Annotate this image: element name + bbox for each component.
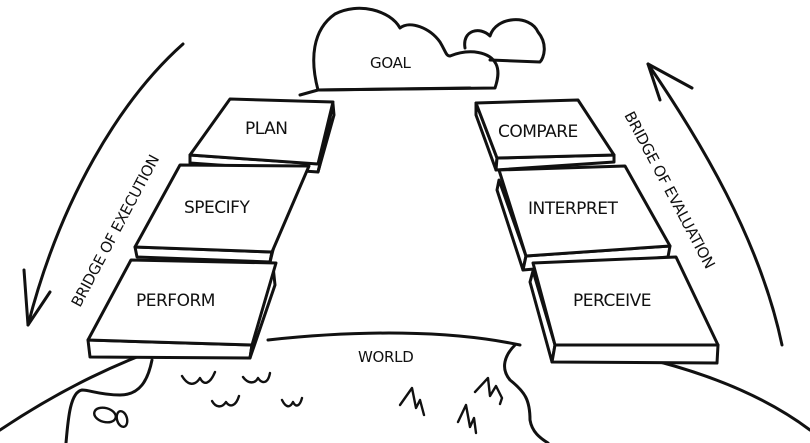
slab-top	[531, 255, 720, 347]
step-label: PERFORM	[136, 291, 215, 311]
goal-clouds: GOAL	[312, 6, 546, 92]
road-top-edge	[316, 86, 472, 92]
grass-tuft	[398, 386, 426, 417]
world-label: WORLD	[358, 348, 413, 366]
step-plan: PLAN	[188, 97, 336, 174]
slab-edge	[550, 343, 720, 365]
grass-tuft	[456, 403, 478, 435]
step-compare: COMPARE	[474, 98, 616, 172]
slab-top	[188, 97, 335, 166]
execution-arrow-shaft	[26, 42, 185, 327]
step-label: PLAN	[245, 119, 287, 139]
step-perceive: PERCEIVE	[528, 255, 720, 365]
water-ripple	[210, 394, 241, 408]
evaluation-bridge: COMPARE INTERPRET PERCEIVE	[474, 98, 720, 365]
slab-top	[86, 258, 278, 347]
world-horizon-right	[658, 360, 810, 432]
rock	[93, 406, 117, 424]
step-label: COMPARE	[498, 122, 578, 142]
water-ripple	[241, 371, 272, 384]
step-perform: PERFORM	[86, 258, 278, 360]
coastline-right	[503, 343, 550, 443]
evaluation-arrow-head	[646, 62, 694, 102]
goal-label: GOAL	[370, 54, 412, 72]
step-label: PERCEIVE	[573, 291, 651, 311]
slab-top	[474, 98, 616, 160]
step-label: SPECIFY	[184, 198, 250, 218]
world-horizon-center	[266, 331, 522, 347]
rock	[115, 409, 129, 429]
grass-tuft	[473, 376, 504, 406]
step-label: INTERPRET	[528, 199, 618, 219]
cloud-small	[463, 18, 546, 64]
water-ripple	[180, 370, 217, 385]
cloud-large	[312, 6, 500, 92]
water-ripple	[280, 396, 304, 408]
execution-arrow-head	[22, 268, 52, 327]
slab-top	[497, 164, 672, 258]
coastline-left	[64, 358, 154, 443]
slab-top	[133, 163, 311, 254]
step-interpret: INTERPRET	[495, 164, 672, 272]
road-left-edge	[298, 88, 320, 97]
evaluation-arrow-shaft	[646, 62, 784, 347]
execution-bridge: PLAN SPECIFY PERFORM	[86, 97, 336, 360]
step-specify: SPECIFY	[133, 163, 311, 264]
